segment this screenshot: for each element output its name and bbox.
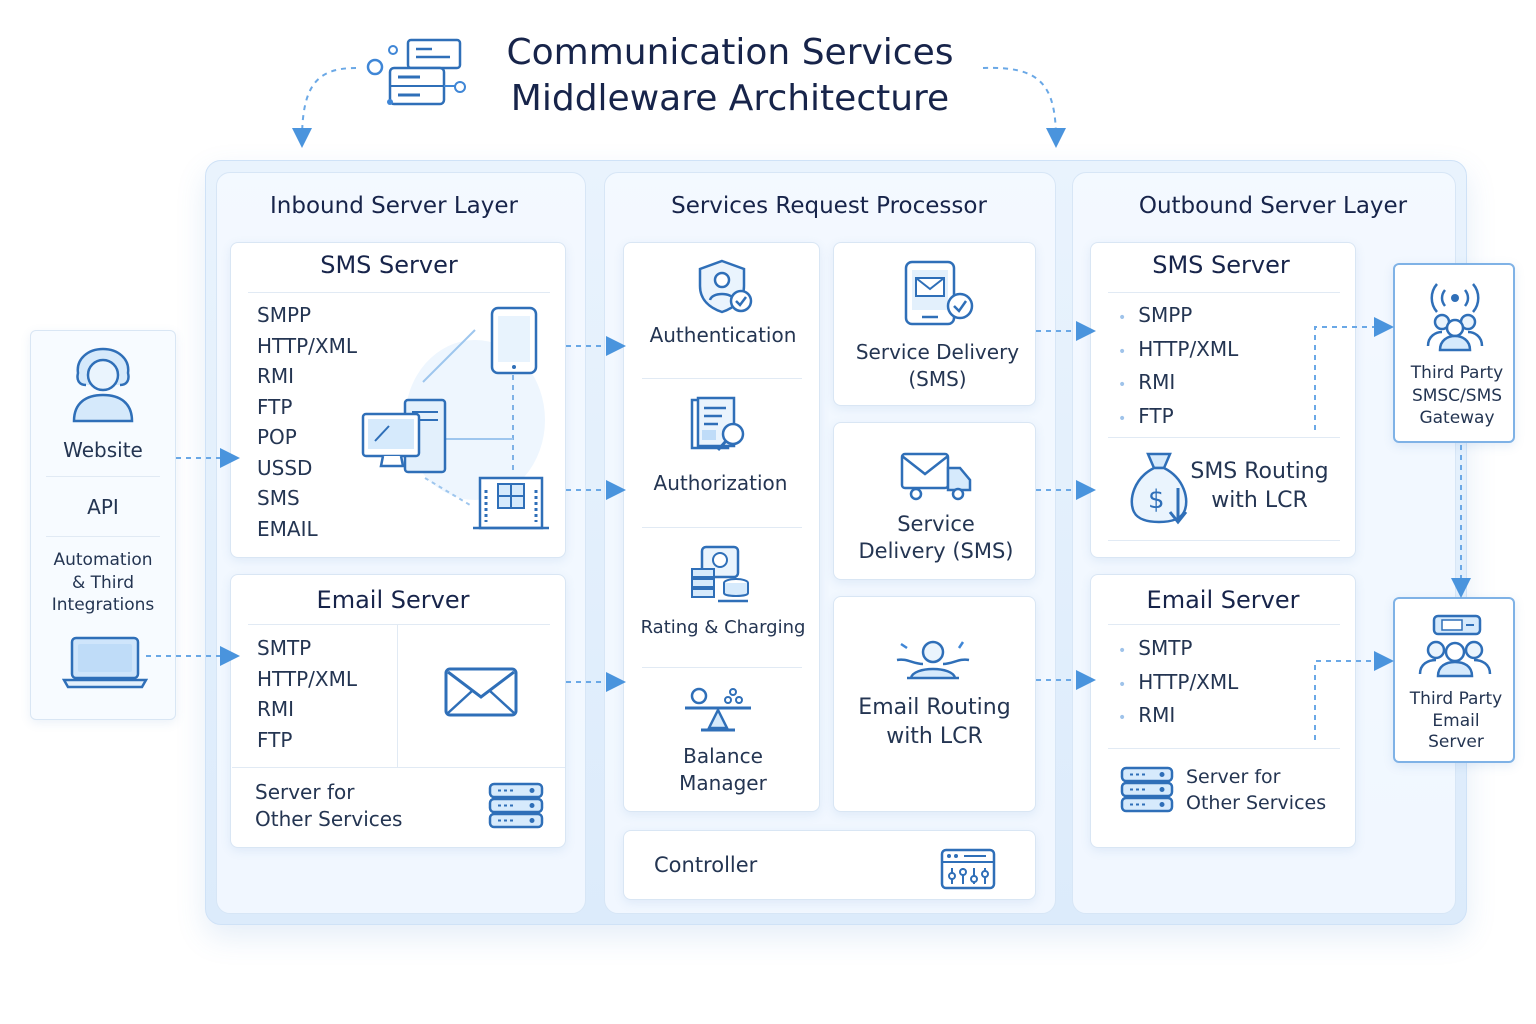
protocol-item: RMI	[257, 364, 295, 388]
protocol-item: SMPP	[257, 303, 312, 327]
protocol-item: HTTP/XML	[1138, 667, 1238, 701]
outbound-sms-divider-2	[1108, 437, 1340, 438]
processor-divider-3	[642, 667, 802, 668]
outbound-email-divider	[1108, 624, 1340, 625]
routing-person-icon	[896, 640, 970, 680]
protocol-item: RMI	[1138, 700, 1238, 734]
protocol-item: RMI	[1138, 367, 1238, 401]
laptop-icon	[62, 636, 148, 689]
device-network-illustration	[361, 306, 549, 530]
service-delivery-sms-label-1: Service Delivery (SMS)	[855, 340, 1020, 391]
inbound-other-divider	[232, 767, 565, 768]
email-routing-lcr-label: Email Routing with LCR	[858, 695, 1011, 749]
protocol-item: POP	[257, 425, 297, 449]
smartphone-icon	[490, 306, 538, 375]
balance-manager-label[interactable]: Balance Manager	[679, 744, 767, 795]
page-title: Communication Services Middleware Archit…	[470, 30, 990, 122]
protocol-item: SMTP	[1138, 633, 1238, 667]
server-rack-icon	[488, 782, 544, 829]
database-coins-icon	[691, 545, 749, 603]
sms-routing-lcr-label: SMS Routing with LCR	[1190, 459, 1329, 513]
protocol-item: USSD	[257, 455, 313, 480]
inbound-email-server-title: Email Server	[316, 586, 470, 614]
money-bag-icon: $	[1130, 452, 1188, 525]
protocol-item: FTP	[1138, 401, 1238, 435]
inbound-sms-server-title: SMS Server	[320, 251, 458, 279]
service-delivery-sms-label-2: Service Delivery (SMS)	[858, 512, 1014, 563]
inbound-other-services-label: Server for Other Services	[255, 780, 403, 831]
outbound-email-protocol-list: SMTP HTTP/XML RMI	[1118, 633, 1238, 734]
inbound-sms-divider	[248, 292, 550, 293]
authorization-label[interactable]: Authorization	[653, 471, 788, 495]
protocol-item: HTTP/XML	[257, 666, 358, 691]
protocol-item: HTTP/XML	[257, 333, 358, 358]
service-delivery-sms-card-2[interactable]	[833, 422, 1036, 580]
protocol-item: SMS	[257, 486, 300, 510]
svg-text:$: $	[1148, 485, 1165, 515]
left-divider-1	[46, 476, 160, 477]
inbound-email-vdivider	[397, 625, 398, 767]
email-routing-lcr-card[interactable]	[833, 596, 1036, 812]
third-party-sms-gateway-card[interactable]	[1393, 263, 1515, 443]
third-party-sms-gateway-label: Third Party SMSC/SMS Gateway	[1410, 363, 1504, 428]
inbound-email-divider	[248, 624, 550, 625]
processor-title: Services Request Processor	[671, 193, 987, 219]
user-icon	[72, 347, 134, 423]
outbound-layer-title: Outbound Server Layer	[1138, 193, 1408, 219]
title-arc-right	[982, 66, 1066, 148]
email-server-group-icon	[1418, 614, 1492, 678]
protocol-item: SMPP	[1138, 300, 1238, 334]
envelope-icon	[444, 667, 518, 717]
outbound-other-services-label: Server for Other Services	[1186, 766, 1327, 814]
inbound-sms-protocol-list: SMPP HTTP/XML RMI FTP POP USSD SMS EMAIL	[257, 300, 357, 544]
protocol-item: FTP	[257, 727, 293, 752]
inbound-email-protocol-list: SMTP HTTP/XML RMI FTP	[257, 633, 357, 755]
processor-divider-2	[642, 527, 802, 528]
protocol-item: SMTP	[257, 636, 312, 660]
office-building-icon	[473, 476, 549, 530]
protocol-item: EMAIL	[257, 516, 318, 541]
control-panel-icon	[940, 848, 996, 890]
desktop-computer-icon	[361, 398, 447, 474]
server-rack-icon	[1120, 766, 1174, 813]
outbound-sms-divider-3	[1108, 540, 1340, 541]
outbound-sms-protocol-list: SMPP HTTP/XML RMI FTP	[1118, 300, 1238, 434]
api-label[interactable]: API	[87, 495, 119, 519]
processor-divider-1	[642, 378, 802, 379]
protocol-item: HTTP/XML	[1138, 334, 1238, 368]
balance-scale-icon	[685, 687, 751, 732]
authentication-label[interactable]: Authentication	[649, 323, 797, 347]
outbound-email-divider-2	[1108, 748, 1340, 749]
automation-label[interactable]: Automation & Third Integrations	[51, 550, 155, 615]
title-line-2: Middleware Architecture	[510, 78, 950, 119]
inbound-layer-title: Inbound Server Layer	[270, 193, 518, 219]
network-server-icon	[366, 38, 466, 106]
phone-mail-check-icon	[904, 260, 974, 326]
shield-user-icon	[698, 259, 753, 314]
controller-label: Controller	[654, 853, 758, 877]
outbound-email-server-title: Email Server	[1146, 586, 1300, 614]
left-divider-2	[46, 536, 160, 537]
protocol-item: RMI	[257, 697, 295, 721]
website-label[interactable]: Website	[63, 438, 143, 462]
outbound-sms-divider	[1108, 292, 1340, 293]
title-line-1: Communication Services	[506, 32, 954, 73]
third-party-email-server-label: Third Party Email Server	[1409, 689, 1503, 752]
protocol-item: FTP	[257, 394, 293, 419]
outbound-sms-server-title: SMS Server	[1152, 251, 1290, 279]
document-search-icon	[690, 396, 745, 451]
rating-charging-label[interactable]: Rating & Charging	[640, 617, 806, 638]
title-arc-left	[292, 67, 357, 148]
mail-truck-icon	[900, 452, 972, 501]
antenna-group-icon	[1426, 283, 1484, 352]
